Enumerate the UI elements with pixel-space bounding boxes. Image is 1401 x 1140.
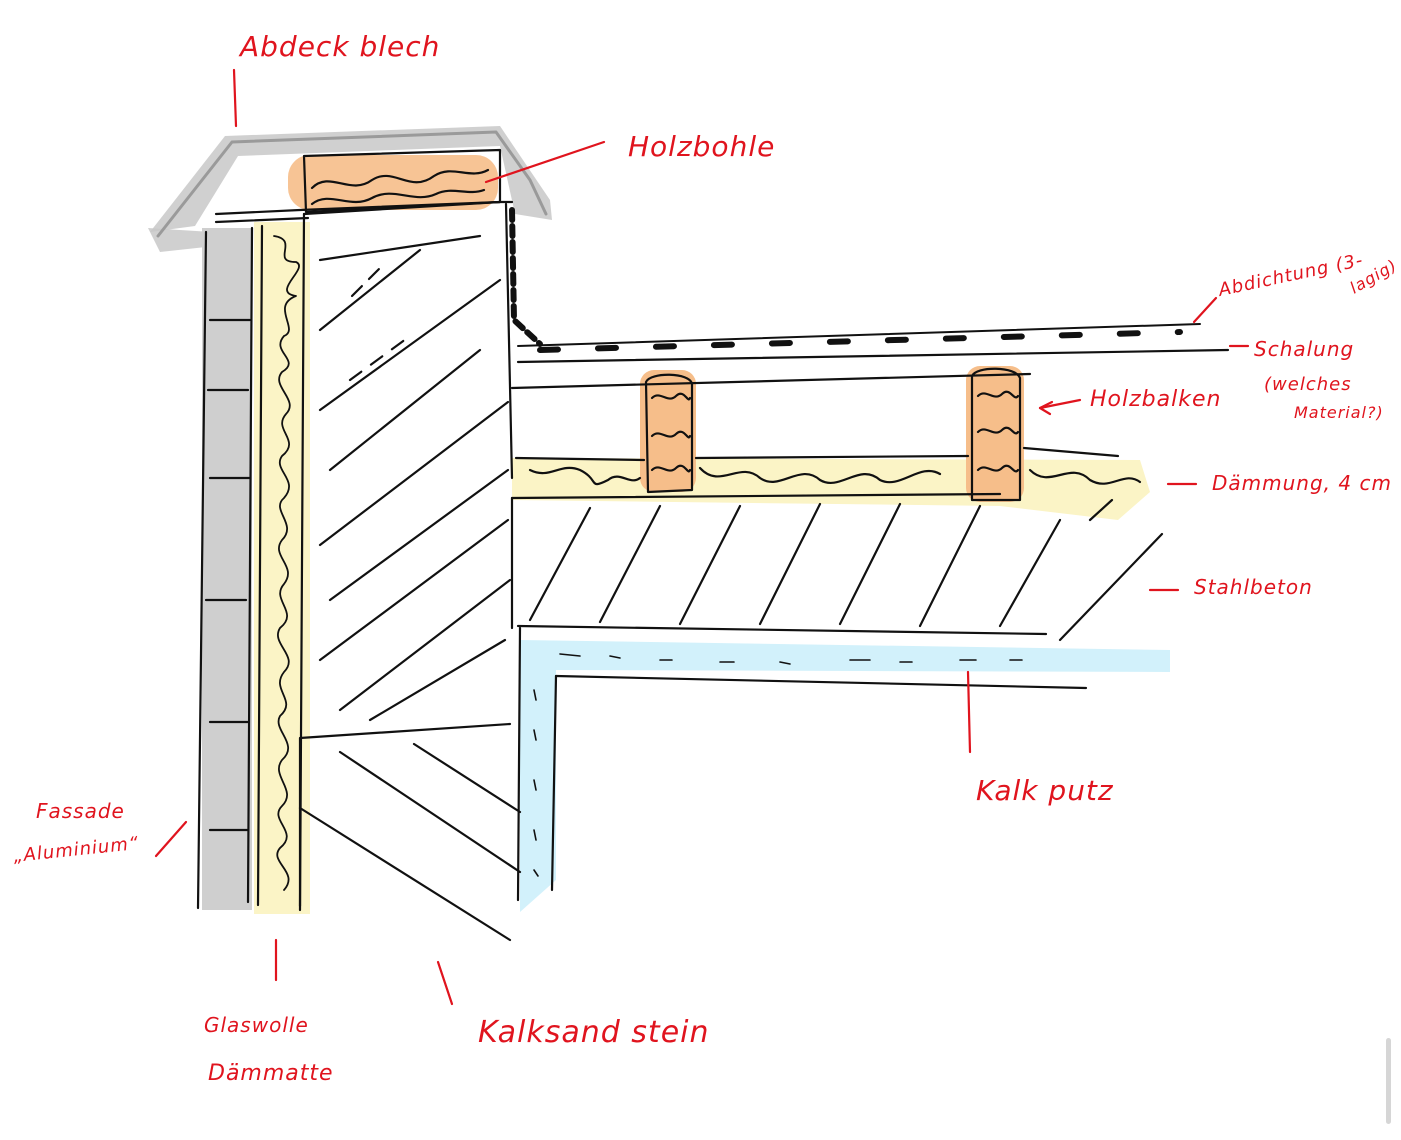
label-fassade-aluminium: „Aluminium“ [12,833,140,867]
label-stahlbeton: Stahlbeton [1194,575,1313,599]
facade-aluminium-fill [202,228,252,910]
label-abdeckblech: Abdeck blech [238,30,440,63]
leader-lines [154,68,1250,1006]
label-glaswolle: Glaswolle [204,1013,309,1037]
label-abdichtung: Abdichtung (3- [1216,250,1366,301]
label-schalung: Schalung [1254,337,1354,361]
label-daemmung: Dämmung, 4 cm [1212,471,1392,495]
roof-insulation-fill [512,458,1150,520]
cover-sheet-highlight [148,126,552,252]
wood-plank-fill [288,155,498,210]
label-kalksandstein: Kalksand stein [478,1015,710,1050]
label-glaswolle-daemmatte: Dämmatte [208,1061,334,1086]
label-holzbohle: Holzbohle [628,130,775,163]
label-fassade: Fassade [36,799,125,823]
lime-plaster-fill [520,640,1170,912]
wood-beam-1-fill [640,370,696,492]
label-holzbalken: Holzbalken [1090,387,1221,412]
label-schalung-note-2: Material?) [1294,403,1384,422]
structure-lines [156,130,1230,942]
label-schalung-note-1: (welches [1264,374,1352,395]
vertical-scrollbar-thumb[interactable] [1386,1038,1391,1124]
label-kalkputz: Kalk putz [976,774,1114,807]
